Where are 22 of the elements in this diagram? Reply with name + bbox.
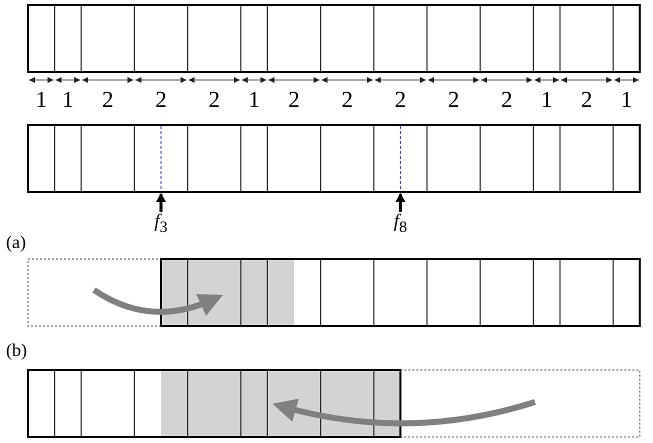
dashed-marker-line bbox=[400, 126, 401, 192]
cell-width: 2 bbox=[448, 88, 460, 112]
cell-width: 1 bbox=[620, 88, 632, 112]
arrow bbox=[395, 193, 406, 212]
position-label: f$_{3}$ bbox=[154, 212, 168, 238]
cell-width: 1 bbox=[248, 88, 260, 112]
cell-width: 2 bbox=[155, 88, 167, 112]
cell-width: 1 bbox=[36, 88, 48, 112]
dashed-marker-line bbox=[160, 126, 162, 192]
arrow bbox=[156, 193, 166, 212]
panel-label: (a) bbox=[6, 232, 26, 252]
cell-width: 2 bbox=[208, 88, 220, 112]
cell-width: 1 bbox=[540, 88, 552, 112]
cell-width: 2 bbox=[102, 88, 114, 112]
cell-width: 2 bbox=[580, 88, 592, 112]
cell-width: 1 bbox=[62, 88, 74, 112]
position-label: f$_{8}$ bbox=[394, 212, 407, 238]
cell-width: 2 bbox=[288, 88, 300, 112]
cell-width: 2 bbox=[341, 88, 353, 112]
cell-width: 2 bbox=[501, 88, 513, 112]
cell-width: 2 bbox=[394, 88, 406, 112]
panel-label: (b) bbox=[6, 340, 27, 360]
